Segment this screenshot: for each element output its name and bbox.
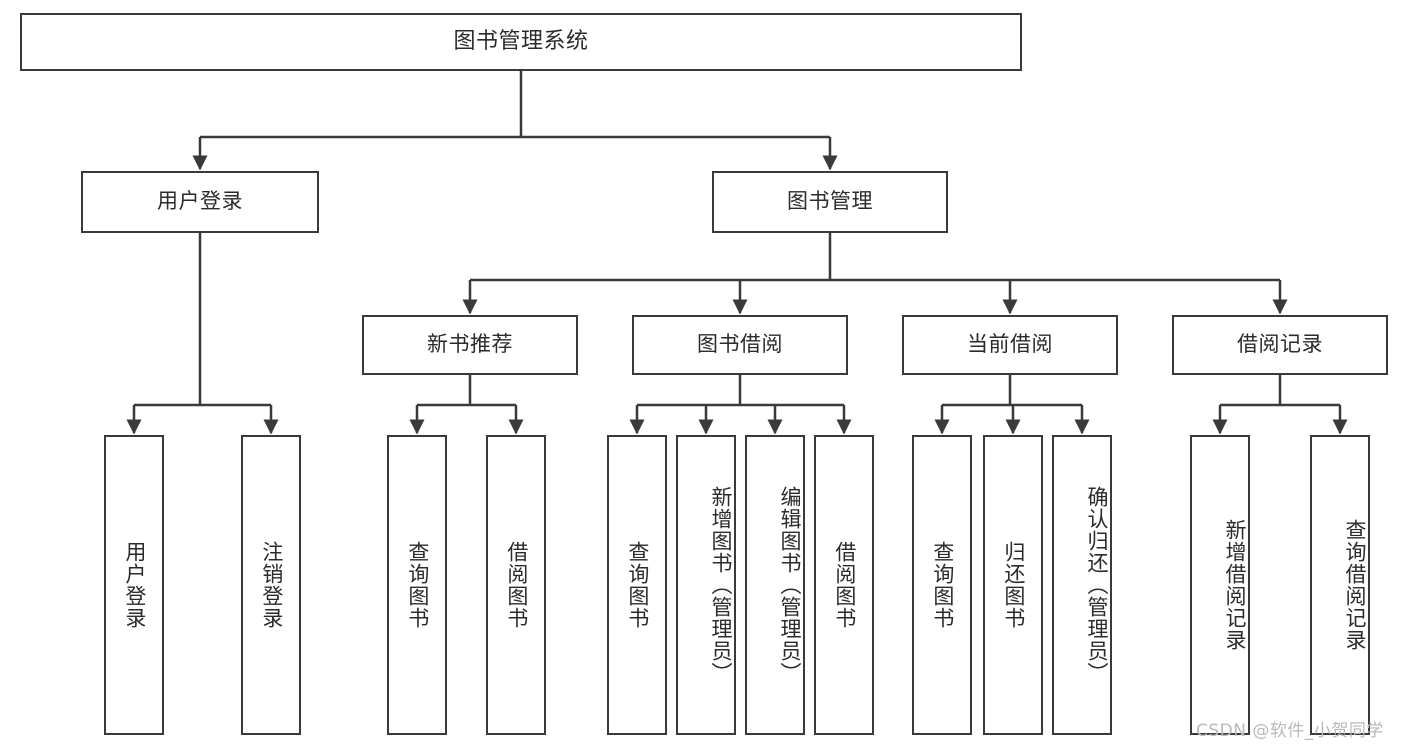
node-level3-1[interactable]: 图书借阅 (632, 315, 848, 375)
node-label: 查询借阅记录 (1343, 519, 1367, 651)
node-label: 查询图书 (405, 541, 430, 629)
node-leaf-9[interactable]: 归还图书 (983, 435, 1043, 735)
node-label: 图书管理 (787, 189, 873, 214)
node-label: 新增借阅记录 (1223, 519, 1247, 651)
node-leaf-10[interactable]: 确认归还（管理员） (1052, 435, 1112, 735)
node-leaf-2[interactable]: 查询图书 (387, 435, 447, 735)
node-label: 新增图书（管理员） (709, 486, 733, 684)
node-leaf-11[interactable]: 新增借阅记录 (1190, 435, 1250, 735)
node-label: 新书推荐 (427, 332, 513, 357)
node-label: 借阅图书 (832, 541, 857, 629)
node-label: 借阅图书 (504, 541, 529, 629)
node-label: 注销登录 (259, 541, 284, 629)
node-level3-3[interactable]: 借阅记录 (1172, 315, 1388, 375)
node-leaf-0[interactable]: 用户登录 (104, 435, 164, 735)
node-label: 查询图书 (930, 541, 955, 629)
node-label: 归还图书 (1001, 541, 1026, 629)
node-label: 确认归还（管理员） (1085, 486, 1109, 684)
node-label: 查询图书 (625, 541, 650, 629)
node-level3-2[interactable]: 当前借阅 (902, 315, 1118, 375)
csdn-watermark: CSDN @软件_小贺同学 (1196, 721, 1384, 741)
node-leaf-3[interactable]: 借阅图书 (486, 435, 546, 735)
node-level3-0[interactable]: 新书推荐 (362, 315, 578, 375)
node-label: 图书借阅 (697, 332, 783, 357)
node-label: 当前借阅 (967, 332, 1053, 357)
node-leaf-8[interactable]: 查询图书 (912, 435, 972, 735)
node-label: 图书管理系统 (453, 28, 589, 54)
node-leaf-4[interactable]: 查询图书 (607, 435, 667, 735)
node-leaf-5[interactable]: 新增图书（管理员） (676, 435, 736, 735)
node-leaf-12[interactable]: 查询借阅记录 (1310, 435, 1370, 735)
node-leaf-7[interactable]: 借阅图书 (814, 435, 874, 735)
node-label: 借阅记录 (1237, 332, 1323, 357)
node-level2-0[interactable]: 用户登录 (81, 171, 319, 233)
node-label: 编辑图书（管理员） (778, 486, 802, 684)
node-root[interactable]: 图书管理系统 (20, 13, 1022, 71)
node-level2-1[interactable]: 图书管理 (712, 171, 948, 233)
node-leaf-1[interactable]: 注销登录 (241, 435, 301, 735)
node-label: 用户登录 (157, 189, 243, 214)
node-label: 用户登录 (122, 541, 147, 629)
node-leaf-6[interactable]: 编辑图书（管理员） (745, 435, 805, 735)
